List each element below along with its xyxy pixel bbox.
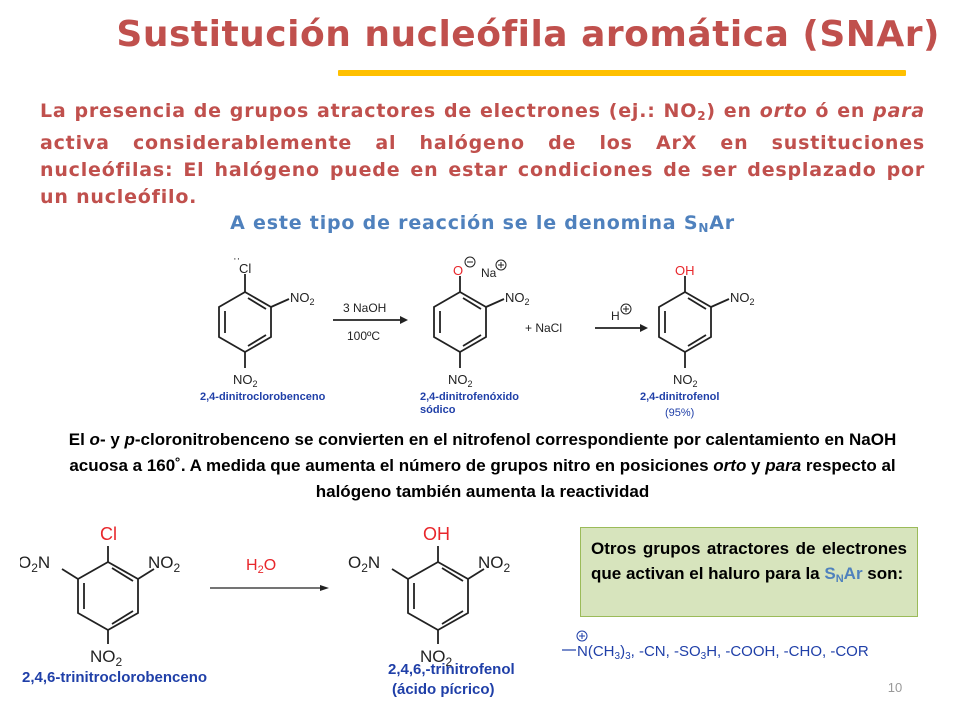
note-snar: SNAr	[824, 564, 863, 585]
intermediate-name-1: 2,4-dinitrofenóxido	[420, 391, 519, 403]
para2-text-2: - y	[99, 430, 125, 449]
intro-paragraph: La presencia de grupos atractores de ele…	[40, 98, 925, 211]
intro-para: para	[873, 100, 925, 122]
intro-orto: orto	[759, 100, 808, 122]
arrow-2-head	[640, 324, 648, 332]
activating-groups-list: N(CH3)3, -CN, -SO3H, -COOH, -CHO, -COR	[562, 630, 869, 662]
explanation-paragraph: El o- y p-cloronitrobenceno se convierte…	[40, 427, 925, 505]
intro-text-1: La presencia de grupos atractores de ele…	[40, 100, 698, 122]
reactant-name-2: 2,4,6-trinitroclorobenceno	[22, 669, 207, 686]
oh-label: OH	[675, 263, 695, 278]
svg-text:NO2: NO2	[148, 553, 181, 575]
svg-text:NO2: NO2	[478, 553, 511, 575]
svg-text:··: ··	[233, 253, 240, 265]
note-suffix: son:	[862, 564, 904, 583]
svg-text:O2N: O2N	[20, 553, 50, 575]
svg-text:NO2: NO2	[448, 372, 473, 389]
note-snar-s: S	[824, 564, 836, 583]
na-label: Na	[481, 266, 497, 280]
svg-text:NO2: NO2	[233, 372, 258, 389]
svg-text:NO2: NO2	[90, 647, 123, 669]
o-label: O	[453, 263, 463, 278]
title-underline	[338, 70, 906, 76]
reagent-naoh: 3 NaOH	[343, 301, 386, 315]
oh-label-2: OH	[423, 524, 450, 544]
svg-text:O2N: O2N	[348, 553, 380, 575]
page-title: Sustitución nucleófila aromática (SNAr)	[116, 14, 940, 55]
note-text: Otros grupos atractores de electrones qu…	[591, 539, 907, 583]
nacl-byproduct: + NaCl	[525, 321, 562, 335]
para2-text-4: y	[746, 456, 766, 475]
snar-sub: N	[698, 221, 710, 235]
para2-o: o	[89, 430, 100, 449]
water-reagent: H2O	[246, 557, 276, 576]
note-snar-sub: N	[835, 573, 844, 585]
groups-text: N(CH3)3, -CN, -SO3H, -COOH, -CHO, -COR	[577, 643, 869, 662]
svg-text:NO2: NO2	[505, 290, 530, 307]
reactant-name: 2,4-dinitroclorobenceno	[200, 391, 326, 403]
para2-p: p	[124, 430, 135, 449]
para2-text-1: El	[68, 430, 90, 449]
reaction-scheme-picric-acid: Cl NO2 O2N NO2 H2O OH NO2 O2N NO2 2,4,6-…	[20, 524, 515, 698]
arrow-3-head	[320, 585, 329, 591]
snar-suffix: Ar	[709, 212, 735, 234]
intermediate-name-2: sódico	[420, 404, 456, 416]
para2-text-3: -cloronitrobenceno se convierten en el n…	[69, 430, 897, 475]
note-snar-ar: Ar	[843, 564, 863, 583]
cl-label-2: Cl	[100, 524, 117, 544]
para2-para: para	[765, 456, 802, 475]
page-number: 10	[887, 680, 903, 695]
arrow-1-head	[400, 316, 408, 324]
activating-groups-note: Otros grupos atractores de electrones qu…	[580, 527, 918, 617]
svg-text:NO2: NO2	[673, 372, 698, 389]
para2-orto: orto	[713, 456, 747, 475]
intro-text-4: activa considerablemente al halógeno de …	[40, 132, 925, 208]
product-yield: (95%)	[665, 407, 694, 419]
snar-text: A este tipo de reacción se le denomina S	[230, 212, 699, 234]
svg-text:NO2: NO2	[730, 290, 755, 307]
reaction-temperature: 100ºC	[347, 329, 380, 343]
intro-text-2: ) en	[706, 100, 760, 122]
intro-sub: 2	[697, 109, 707, 123]
acid-reagent: H	[611, 309, 620, 323]
svg-text:NO2: NO2	[420, 647, 453, 669]
svg-text:NO2: NO2	[290, 290, 315, 307]
intro-text-3: ó en	[807, 100, 874, 122]
product-name: 2,4-dinitrofenol	[640, 391, 719, 403]
product-common-name: (ácido pícrico)	[392, 681, 495, 698]
reaction-scheme-dinitrochlorobenzene: Cl ·· NO2 NO2 3 NaOH 100ºC O Na NO2 NO2 …	[200, 253, 755, 419]
product-name-2: 2,4,6,-trinitrofenol	[388, 661, 515, 678]
cl-label: Cl	[239, 261, 251, 276]
para2-text-5: respecto al halógeno también aumenta la …	[315, 456, 896, 501]
snar-definition: A este tipo de reacción se le denomina S…	[40, 212, 925, 235]
